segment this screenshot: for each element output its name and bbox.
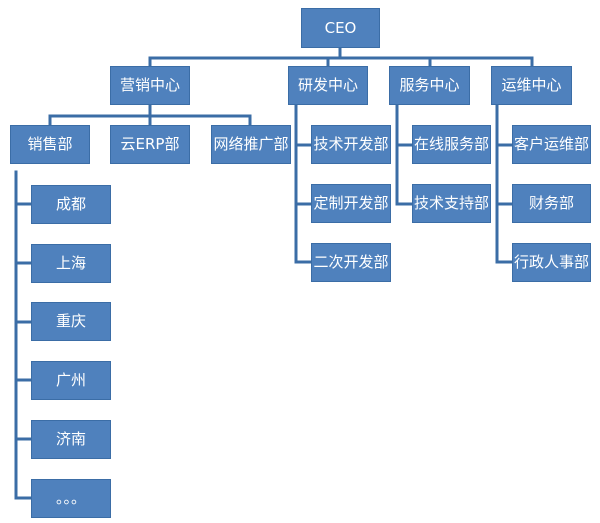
node-dept-online-service: 在线服务部 xyxy=(412,125,491,164)
node-center-service: 服务中心 xyxy=(389,66,470,105)
node-branch-shanghai: 上海 xyxy=(31,244,111,283)
node-dept-customer-ops: 客户运维部 xyxy=(512,125,591,164)
node-center-rnd: 研发中心 xyxy=(288,66,368,105)
node-branch-guangzhou: 广州 xyxy=(31,361,111,400)
node-dept-tech-dev: 技术开发部 xyxy=(311,125,391,164)
node-dept-secondary-dev: 二次开发部 xyxy=(311,243,391,282)
node-branch-jinan: 济南 xyxy=(31,420,111,459)
node-branch-chengdu: 成都 xyxy=(31,185,111,224)
node-center-operations: 运维中心 xyxy=(491,66,572,105)
node-branch-chongqing: 重庆 xyxy=(31,302,111,341)
node-dept-admin-hr: 行政人事部 xyxy=(512,243,591,282)
node-ceo: CEO xyxy=(301,8,380,48)
node-dept-tech-support: 技术支持部 xyxy=(412,184,491,223)
node-dept-online-promotion: 网络推广部 xyxy=(211,125,291,164)
node-center-marketing: 营销中心 xyxy=(110,66,190,105)
node-dept-sales: 销售部 xyxy=(10,125,90,164)
node-dept-custom-dev: 定制开发部 xyxy=(311,184,391,223)
node-dept-finance: 财务部 xyxy=(512,184,591,223)
node-dept-cloud-erp: 云ERP部 xyxy=(110,125,190,164)
node-branch-more: 。。。 xyxy=(31,479,111,518)
